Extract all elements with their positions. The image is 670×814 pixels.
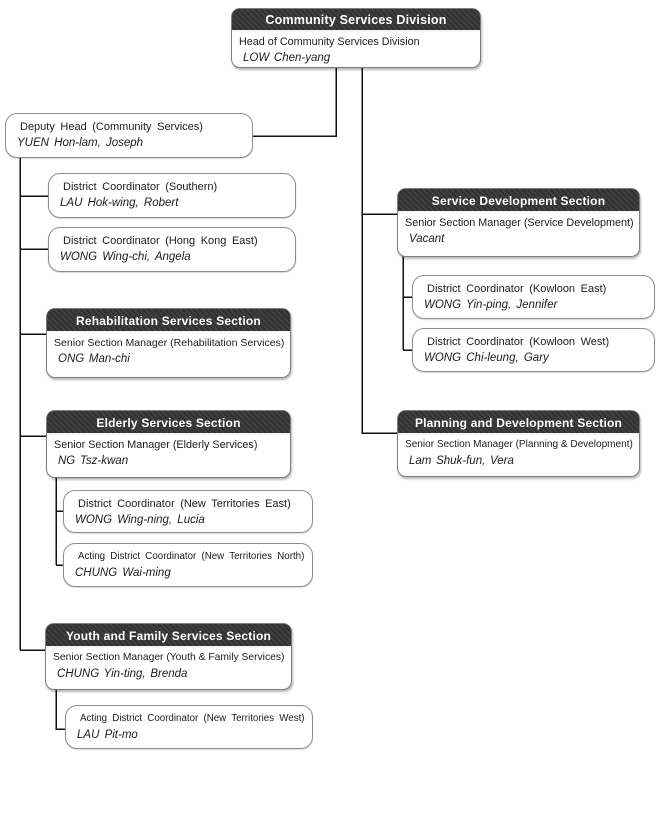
person-name: WONG Wing-chi, Angela (60, 251, 191, 263)
position-title: District Coordinator (Kowloon West) (427, 336, 610, 348)
org-node-deputy-head: Deputy Head (Community Services) YUEN Ho… (5, 113, 253, 158)
person-name: WONG Wing-ning, Lucia (75, 514, 205, 526)
person-name: LOW Chen-yang (243, 52, 331, 64)
person-name: WONG Chi-leung, Gary (424, 352, 549, 364)
person-name: NG Tsz-kwan (58, 455, 129, 467)
position-title: Senior Section Manager (Rehabilitation S… (54, 337, 285, 349)
org-node-dc-new-territories-east: District Coordinator (New Territories Ea… (63, 490, 313, 533)
position-title: District Coordinator (Hong Kong East) (63, 235, 258, 247)
person-name: WONG Yin-ping, Jennifer (424, 299, 558, 311)
position-title: Head of Community Services Division (239, 36, 420, 48)
position-title: Senior Section Manager (Elderly Services… (54, 439, 258, 451)
position-title: Acting District Coordinator (New Territo… (78, 551, 305, 562)
org-node-dc-new-territories-north: Acting District Coordinator (New Territo… (63, 543, 313, 587)
position-title: Acting District Coordinator (New Territo… (80, 713, 305, 724)
person-name: Vacant (409, 233, 445, 245)
org-node-division-head: Community Services Division Head of Comm… (231, 8, 481, 68)
position-title: District Coordinator (New Territories Ea… (78, 498, 291, 510)
org-node-rehabilitation-section: Rehabilitation Services Section Senior S… (46, 308, 291, 378)
person-name: Lam Shuk-fun, Vera (409, 455, 514, 467)
person-name: CHUNG Yin-ting, Brenda (57, 668, 188, 680)
person-name: YUEN Hon-lam, Joseph (17, 137, 144, 149)
position-title: Senior Section Manager (Youth & Family S… (53, 652, 285, 663)
section-header: Service Development Section (398, 189, 639, 213)
position-title: Deputy Head (Community Services) (20, 121, 203, 133)
position-title: Senior Section Manager (Planning & Devel… (405, 439, 633, 450)
org-node-elderly-section: Elderly Services Section Senior Section … (46, 410, 291, 478)
org-node-planning-development-section: Planning and Development Section Senior … (397, 410, 640, 477)
org-node-dc-southern: District Coordinator (Southern) LAU Hok-… (48, 173, 296, 218)
org-node-dc-kowloon-west: District Coordinator (Kowloon West) WONG… (412, 328, 655, 372)
position-title: District Coordinator (Southern) (63, 181, 218, 193)
org-node-youth-family-section: Youth and Family Services Section Senior… (45, 623, 292, 690)
person-name: CHUNG Wai-ming (75, 567, 171, 579)
section-header: Youth and Family Services Section (46, 624, 291, 648)
person-name: ONG Man-chi (58, 353, 130, 365)
org-node-service-development-section: Service Development Section Senior Secti… (397, 188, 640, 257)
section-header: Elderly Services Section (47, 411, 290, 435)
person-name: LAU Hok-wing, Robert (60, 197, 179, 209)
person-name: LAU Pit-mo (77, 729, 138, 741)
section-header: Planning and Development Section (398, 411, 639, 435)
position-title: Senior Section Manager (Service Developm… (405, 217, 634, 229)
org-node-dc-kowloon-east: District Coordinator (Kowloon East) WONG… (412, 275, 655, 319)
org-node-dc-hong-kong-east: District Coordinator (Hong Kong East) WO… (48, 227, 296, 272)
position-title: District Coordinator (Kowloon East) (427, 283, 607, 295)
org-node-dc-new-territories-west: Acting District Coordinator (New Territo… (65, 705, 313, 749)
section-header: Community Services Division (232, 9, 480, 32)
section-header: Rehabilitation Services Section (47, 309, 290, 333)
